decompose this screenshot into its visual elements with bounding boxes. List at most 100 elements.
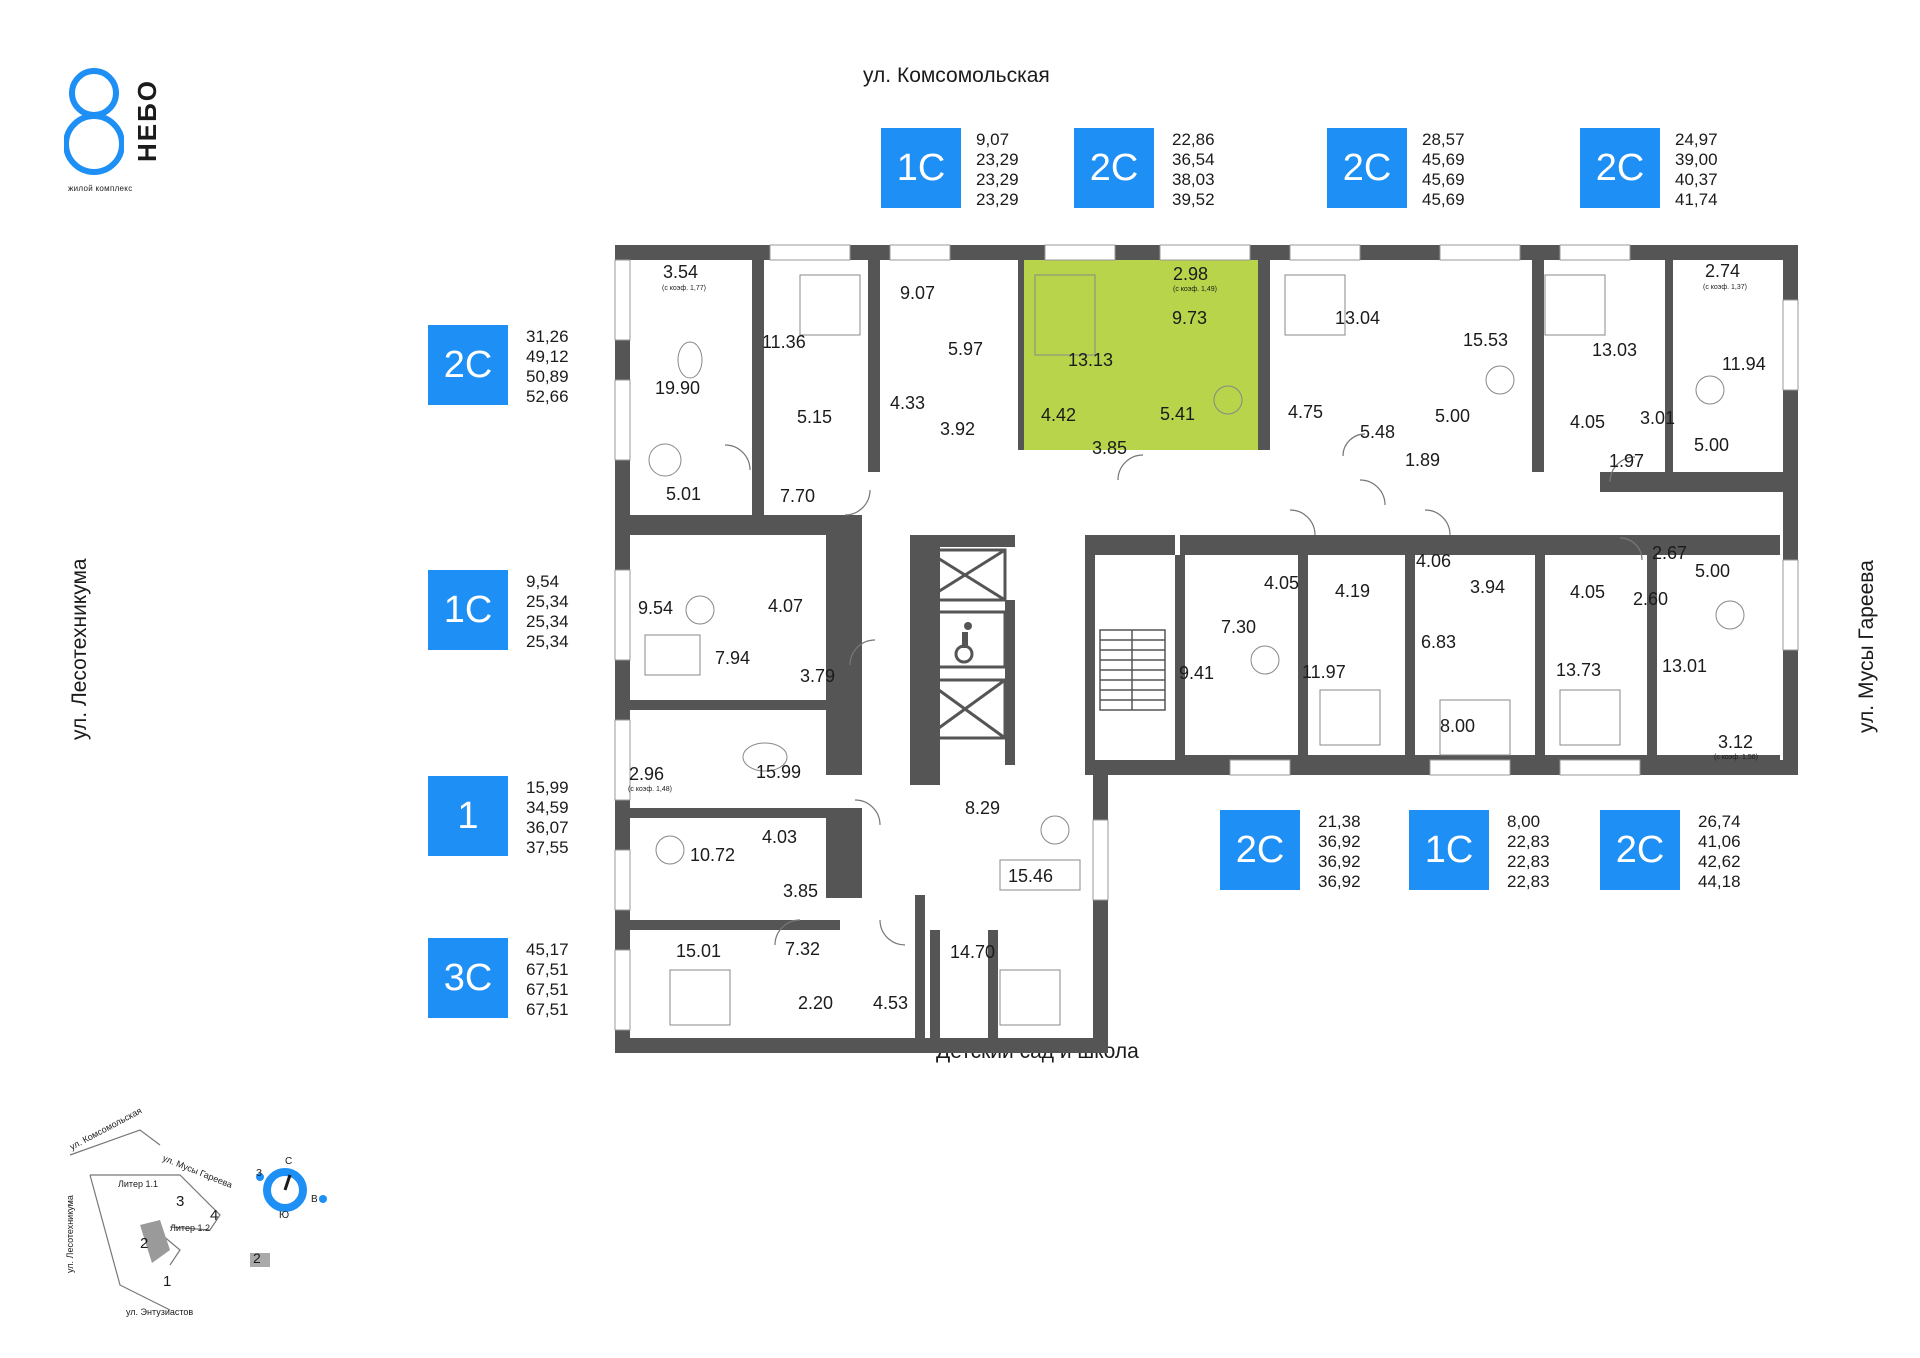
- room-area: 3.92: [940, 419, 975, 439]
- logo-eight-icon: [64, 68, 124, 175]
- room-area: 7.94: [715, 648, 750, 668]
- apt-type-badge: 1С: [881, 128, 961, 208]
- apt-type-badge: 1С: [1409, 810, 1489, 890]
- apt-type-badge: 1: [428, 776, 508, 856]
- doors: [724, 433, 1643, 946]
- room-area: 14.70: [950, 942, 995, 962]
- room-area: 2.74: [1705, 261, 1740, 281]
- room-area: 15.01: [676, 941, 721, 961]
- wheelchair-icon: [954, 622, 974, 664]
- room-area: 5.00: [1435, 406, 1470, 426]
- minimap-street-3: ул. Лесотехникума: [65, 1195, 75, 1273]
- room-area: 3.79: [800, 666, 835, 686]
- room-area: 4.53: [873, 993, 908, 1013]
- room-labels: 3.54 (с коэф. 1,77) 19.90 11.36 9.07 5.9…: [628, 261, 1766, 1013]
- room-coef: (с коэф. 1,48): [628, 786, 672, 793]
- room-area: 4.07: [768, 596, 803, 616]
- room-area: 4.42: [1041, 405, 1076, 425]
- room-area: 5.00: [1695, 561, 1730, 581]
- room-coef: (с коэф. 1,56): [1714, 754, 1758, 761]
- room-area: 11.94: [1722, 354, 1766, 374]
- room-area: 3.94: [1470, 577, 1505, 597]
- windows: [614, 244, 1799, 1031]
- compass-west: З: [256, 1168, 263, 1179]
- room-area: 13.01: [1662, 656, 1707, 676]
- section-2-highlight: [140, 1220, 170, 1263]
- room-area: 2.60: [1633, 589, 1668, 609]
- room-area: 13.73: [1556, 660, 1601, 680]
- room-area: 3.85: [1092, 438, 1127, 458]
- room-area: 13.04: [1335, 308, 1380, 328]
- elevator-1: [923, 548, 1007, 602]
- room-area: 4.03: [762, 827, 797, 847]
- room-area: 11.36: [762, 332, 806, 352]
- room-area: 9.41: [1179, 663, 1214, 683]
- apt-type-badge: 1С: [428, 570, 508, 650]
- apt-type-badge: 2С: [1327, 128, 1407, 208]
- room-area: 5.41: [1160, 404, 1195, 424]
- street-top: ул. Комсомольская: [863, 64, 1050, 87]
- room-area: 4.33: [890, 393, 925, 413]
- room-area: 15.99: [756, 762, 801, 782]
- minimap-section-3: 3: [176, 1193, 185, 1210]
- apt-type-badge: 2С: [1220, 810, 1300, 890]
- minimap-liter-2: Литер 1.2: [170, 1223, 210, 1233]
- stair: [1099, 629, 1166, 711]
- compass-east: В: [311, 1194, 318, 1205]
- room-area: 7.70: [780, 486, 815, 506]
- logo: НЕБО жилой комплекс: [64, 66, 184, 196]
- room-area: 4.19: [1335, 581, 1370, 601]
- room-area: 7.32: [785, 939, 820, 959]
- room-area: 4.05: [1264, 573, 1299, 593]
- room-area: 5.97: [948, 339, 983, 359]
- compass-icon: [263, 1168, 307, 1212]
- room-area: 5.00: [1694, 435, 1729, 455]
- elevator-2: [923, 610, 1007, 669]
- room-area: 2.96: [629, 764, 664, 784]
- apt-type-badge: 2С: [1600, 810, 1680, 890]
- room-area: 9.54: [638, 598, 673, 618]
- elevator-block: [923, 548, 1007, 740]
- minimap-liter-1: Литер 1.1: [118, 1179, 158, 1189]
- room-area: 2.98: [1173, 264, 1208, 284]
- apt-type-badge: 2С: [1580, 128, 1660, 208]
- room-area: 6.83: [1421, 632, 1456, 652]
- site-minimap: ул. Комсомольская ул. Мусы Гареева ул. Л…: [60, 1105, 340, 1317]
- room-area: 4.05: [1570, 582, 1605, 602]
- room-coef: (с коэф. 1,37): [1703, 284, 1747, 291]
- logo-subtitle: жилой комплекс: [68, 184, 133, 193]
- apt-type-badge: 3С: [428, 938, 508, 1018]
- room-area: 3.54: [663, 262, 698, 282]
- room-area: 4.05: [1570, 412, 1605, 432]
- room-area: 5.01: [666, 484, 701, 504]
- room-area: 15.46: [1008, 866, 1053, 886]
- room-area: 5.15: [797, 407, 832, 427]
- room-area: 5.48: [1360, 422, 1395, 442]
- room-area: 4.06: [1416, 551, 1451, 571]
- minimap-legend-label: 2: [253, 1250, 261, 1266]
- room-area: 1.97: [1609, 451, 1644, 471]
- room-area: 8.00: [1440, 716, 1475, 736]
- minimap-section-1: 1: [163, 1273, 172, 1290]
